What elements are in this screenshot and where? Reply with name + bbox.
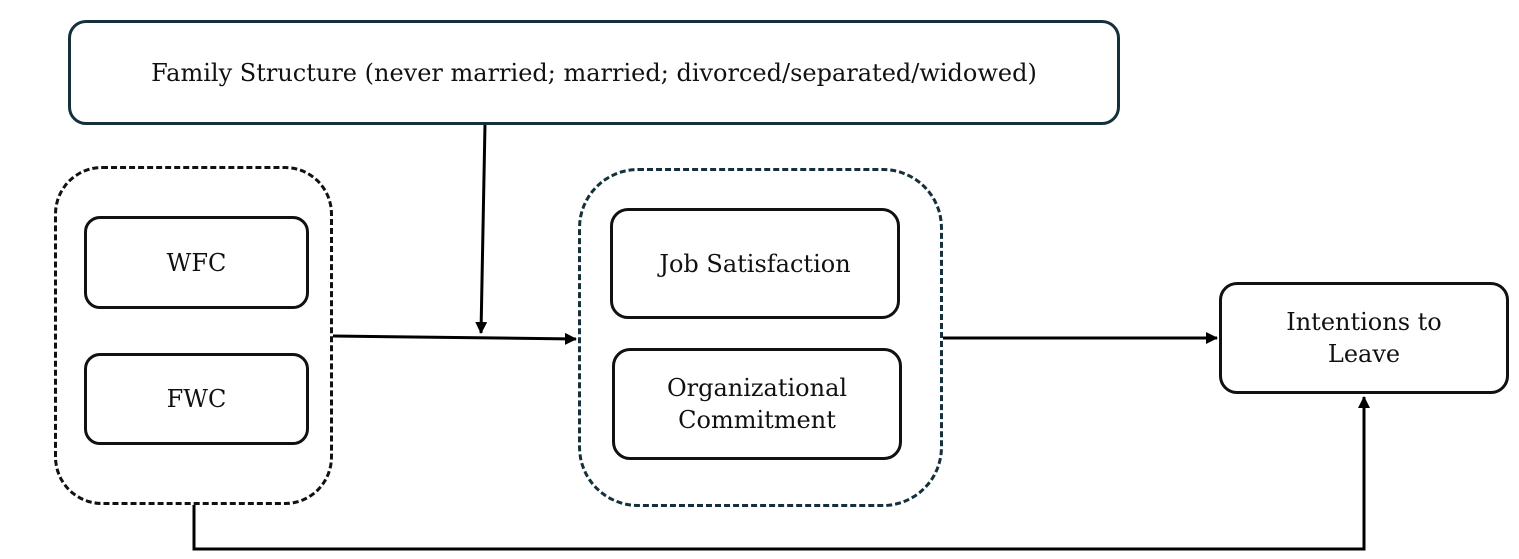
fwc-label: FWC [166,385,227,413]
wfc-box: WFC [84,216,309,309]
conflict-to-intentions-arrow [192,396,1370,551]
conflict-to-attitudes-arrow [332,332,577,345]
conflict-group [54,166,333,505]
intentions-to-leave-box: Intentions to Leave [1219,282,1509,394]
job-satisfaction-box: Job Satisfaction [610,208,900,319]
attitudes-group [578,168,943,507]
fwc-box: FWC [84,353,309,445]
family-structure-box: Family Structure (never married; married… [68,20,1120,125]
organizational-commitment-label: Organizational Commitment [666,374,848,434]
wfc-label: WFC [166,248,227,277]
organizational-commitment-box: Organizational Commitment [612,348,902,460]
job-satisfaction-label: Job Satisfaction [659,249,851,278]
moderator-arrow [475,123,488,334]
family-structure-label: Family Structure (never married; married… [151,58,1037,87]
intentions-to-leave-label: Intentions to Leave [1286,308,1442,368]
